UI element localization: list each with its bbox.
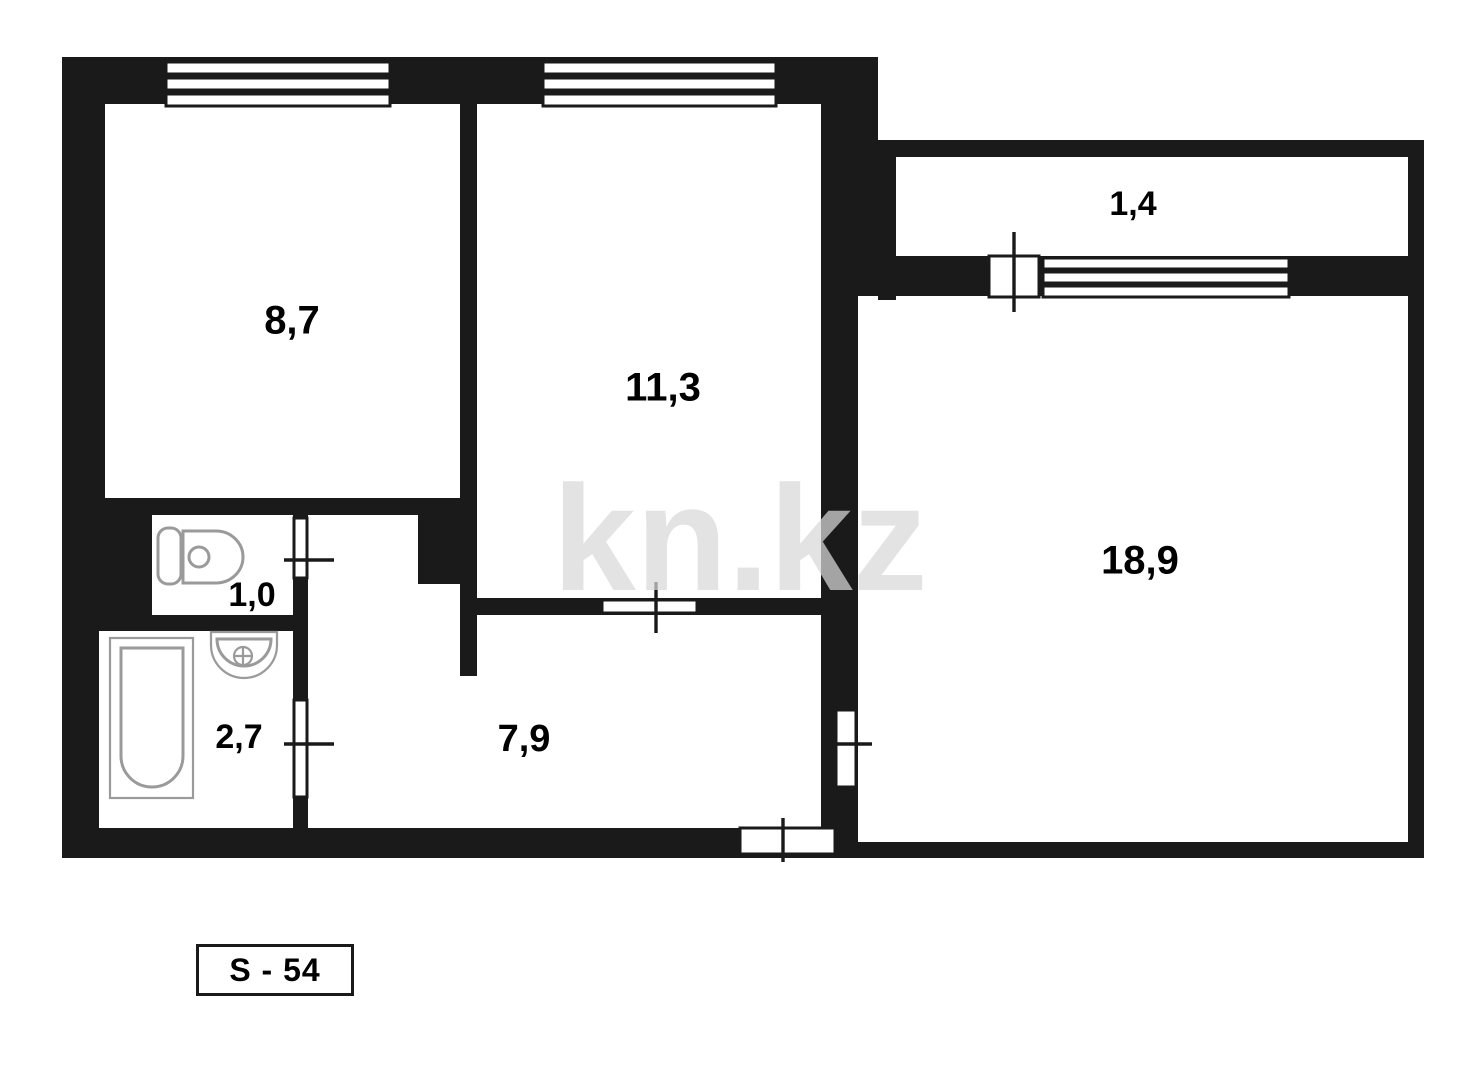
area-label-balcony: 1,4	[1109, 185, 1156, 223]
area-label-bathroom: 2,7	[215, 718, 262, 756]
door-living-room	[824, 708, 872, 789]
area-stamp-box: S - 54	[196, 944, 354, 996]
door-bathroom	[284, 698, 334, 799]
toilet-icon	[156, 526, 245, 586]
room-bedroom	[105, 104, 460, 498]
area-label-living-room: 18,9	[1101, 539, 1179, 583]
watermark: kn.kz	[552, 454, 927, 622]
room-balcony	[896, 156, 1408, 256]
area-label-wc: 1,0	[228, 576, 275, 614]
room-interiors	[99, 104, 1408, 842]
window-balcony	[987, 232, 1291, 312]
room-wc	[152, 507, 293, 615]
area-stamp-label: S - 54	[229, 952, 321, 988]
window-bedroom	[164, 60, 392, 108]
door-kitchen	[600, 582, 699, 633]
area-label-kitchen: 11,3	[625, 366, 701, 410]
door-entrance	[738, 818, 837, 862]
area-label-bedroom: 8,7	[264, 299, 320, 343]
balcony-walls	[878, 140, 1424, 300]
room-living	[858, 296, 1408, 842]
watermark-text: kn.kz	[552, 454, 927, 622]
room-kitchen	[477, 104, 834, 602]
sink-icon	[209, 630, 279, 680]
interior-walls	[99, 104, 858, 858]
window-kitchen	[541, 60, 778, 108]
door-wc	[284, 516, 334, 580]
bathtub-icon	[108, 636, 195, 800]
area-label-hallway: 7,9	[498, 718, 551, 760]
room-bathroom	[99, 629, 293, 828]
